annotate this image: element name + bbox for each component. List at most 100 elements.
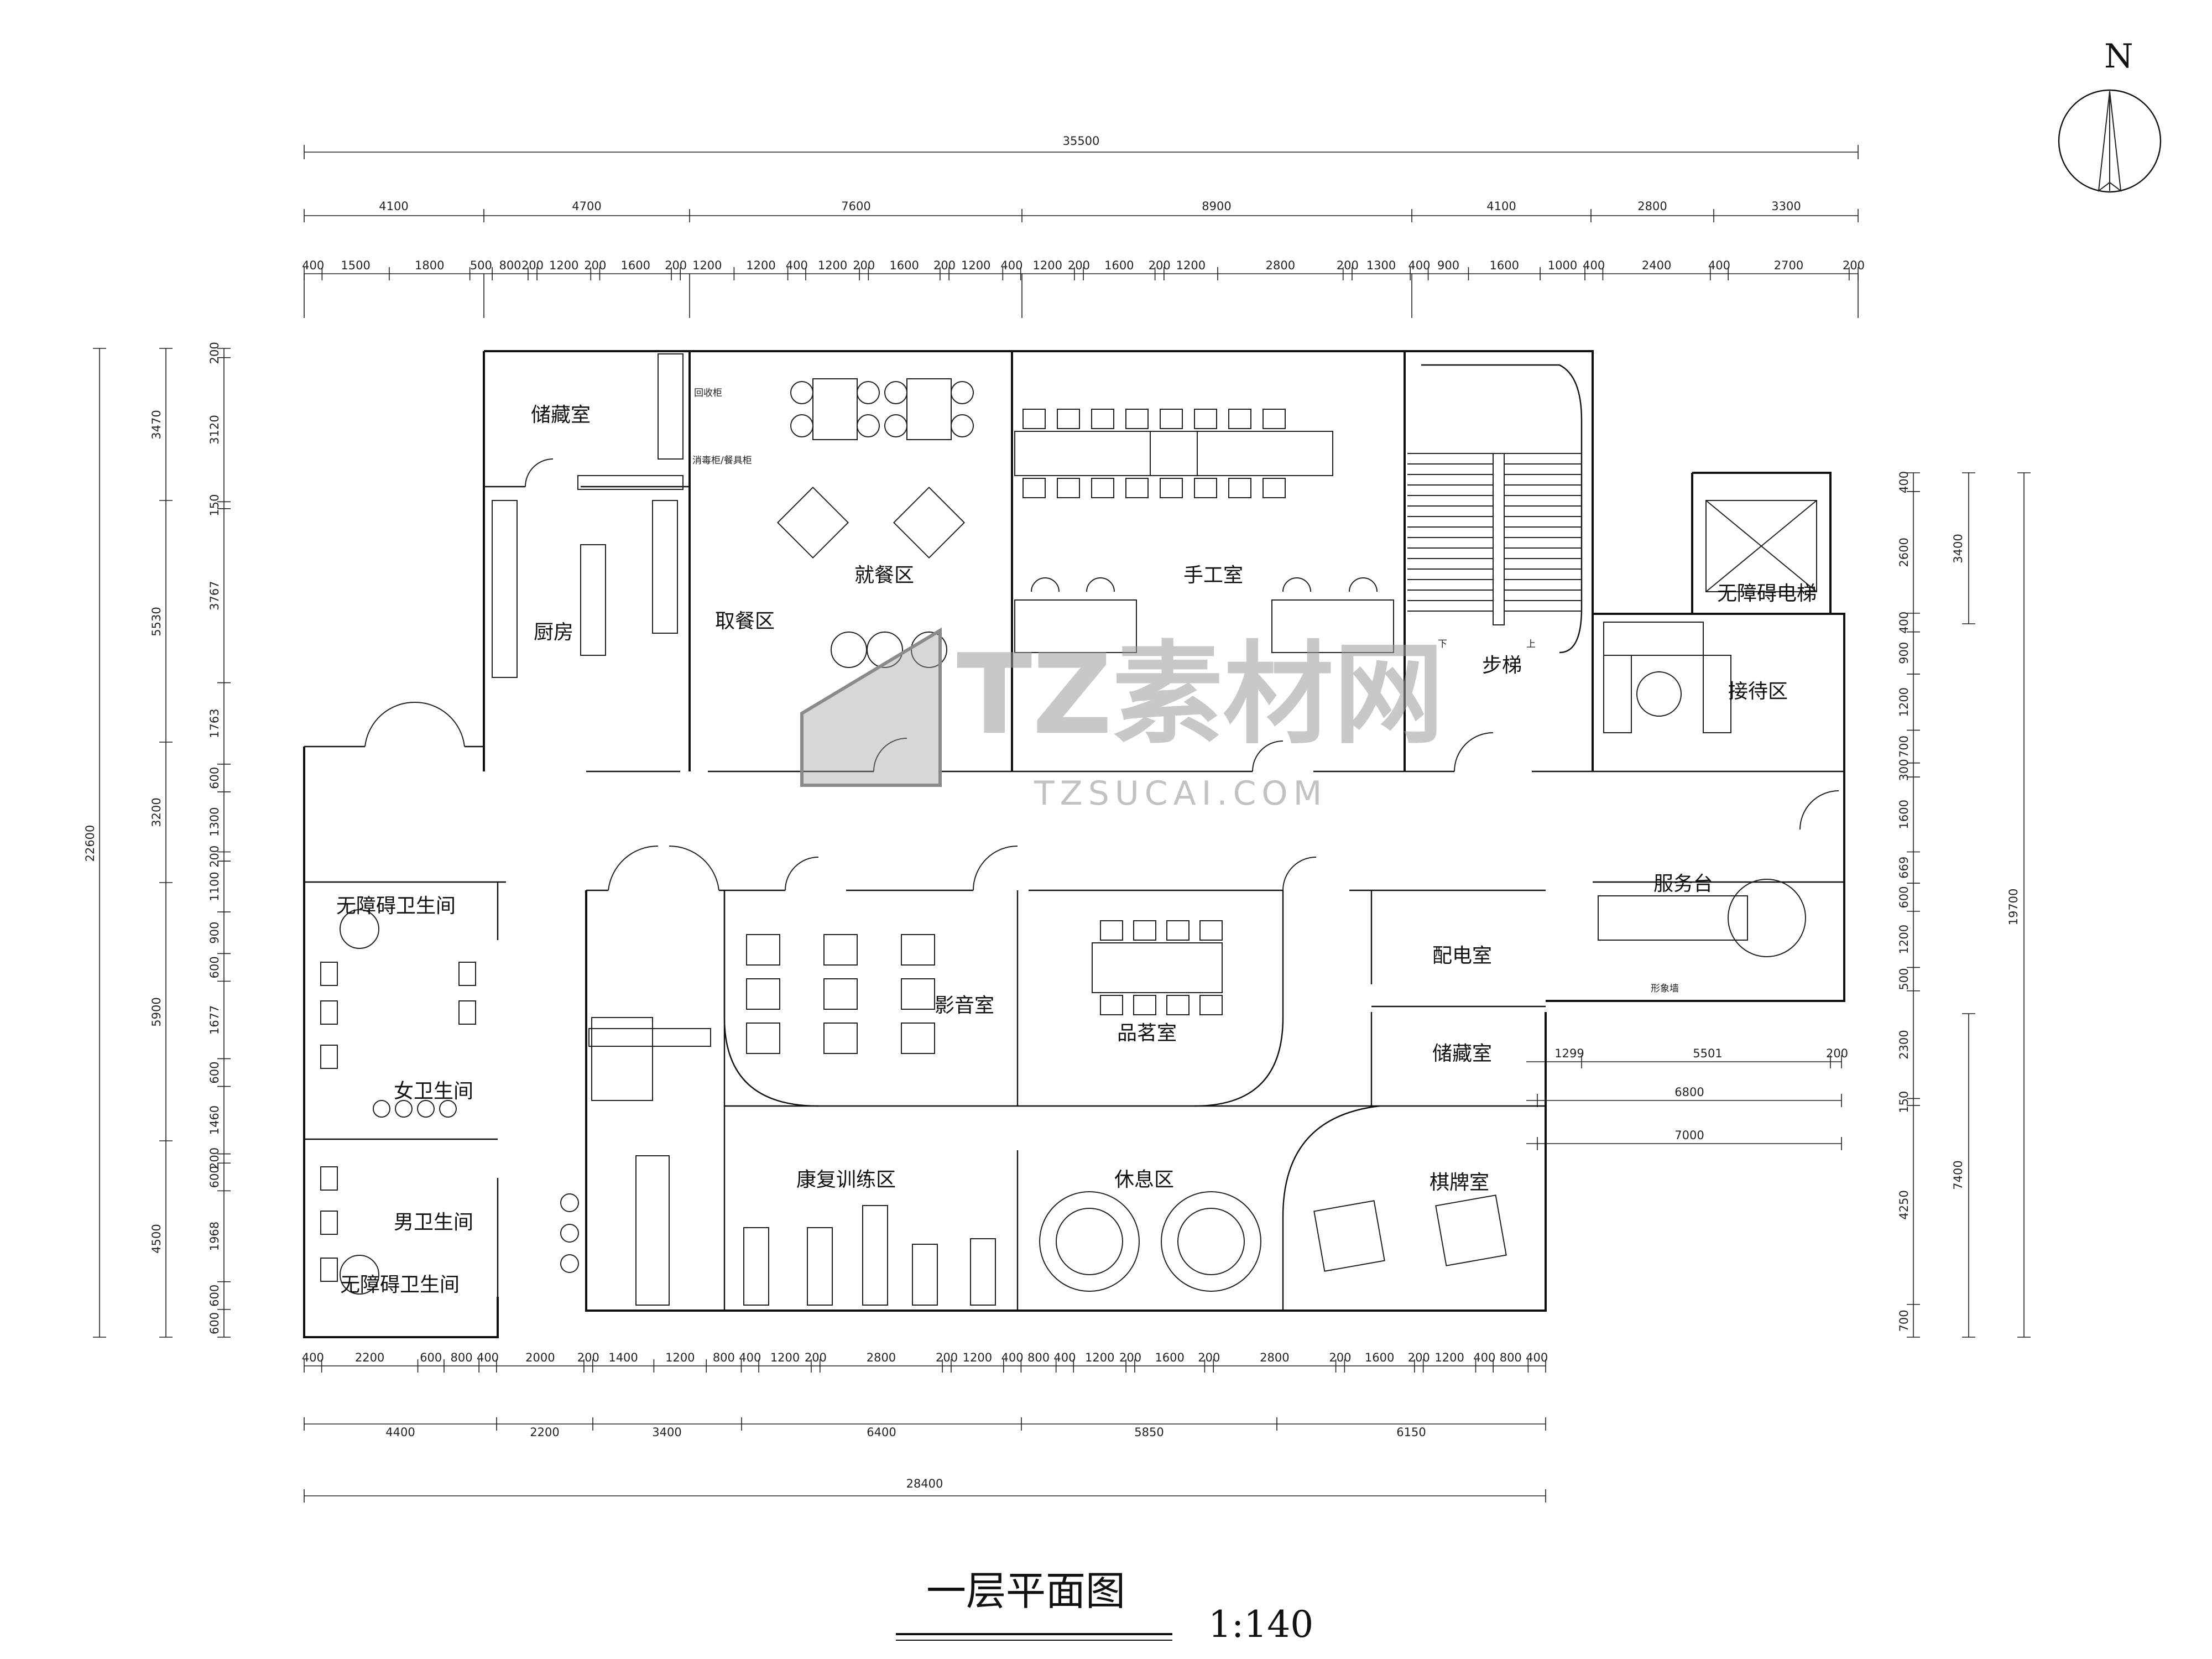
dim-right-extra-3: 6800: [1674, 1086, 1704, 1099]
label-men-wc: 男卫生间: [394, 1211, 473, 1234]
dim-right-mid-0: 3400: [1952, 534, 1965, 563]
dim-right-detail-9: 600: [1897, 886, 1911, 908]
dim-top-detail-17: 1200: [961, 259, 990, 272]
label-stairs: 步梯: [1482, 654, 1522, 677]
dim-top-detail-8: 1600: [621, 259, 650, 272]
dim-top-detail-25: 200: [1337, 259, 1359, 272]
dim-bottom-detail-24: 200: [1329, 1351, 1351, 1364]
dim-left-detail-5: 600: [208, 767, 221, 789]
dim-bottom-detail-4: 400: [477, 1351, 499, 1364]
dim-top-detail-24: 2800: [1266, 259, 1295, 272]
label-lounge: 休息区: [1114, 1168, 1174, 1191]
drawing-title: 一层平面图: [926, 1568, 1125, 1614]
left-detail-dimensions: 2003120150376717636001300200110090060016…: [208, 342, 231, 1338]
dim-bottom-detail-27: 1200: [1434, 1351, 1464, 1364]
dim-left-mid-2: 3200: [150, 797, 163, 827]
dim-top-detail-19: 1200: [1033, 259, 1062, 272]
dim-left-detail-14: 200: [208, 1147, 221, 1170]
dim-bottom-detail-28: 400: [1473, 1351, 1495, 1364]
dim-top-detail-9: 200: [665, 259, 687, 272]
title-block: 一层平面图 1:140: [896, 1568, 1313, 1646]
dim-left-detail-8: 1100: [208, 872, 221, 901]
dim-bottom-detail-29: 800: [1500, 1351, 1522, 1364]
dim-bottom-detail-11: 1200: [770, 1351, 800, 1364]
dim-left-total: 22600: [84, 825, 97, 862]
dim-top-detail-6: 1200: [549, 259, 578, 272]
dim-right-extra-0: 1299: [1554, 1047, 1584, 1060]
label-chess: 棋牌室: [1430, 1171, 1489, 1194]
dim-bottom-mid-3: 6400: [867, 1426, 896, 1439]
label-acc-wc-top: 无障碍卫生间: [336, 895, 456, 917]
dim-left-detail-6: 1300: [208, 807, 221, 836]
dim-top-mid-4: 4100: [1486, 200, 1516, 213]
dim-bottom-detail-3: 800: [451, 1351, 473, 1364]
label-serving: 取餐区: [715, 610, 775, 633]
dim-bottom-detail-9: 800: [713, 1351, 735, 1364]
label-rehab: 康复训练区: [796, 1168, 896, 1191]
dim-top-mid-3: 8900: [1202, 200, 1231, 213]
label-power-room: 配电室: [1432, 945, 1492, 967]
dim-top-total: 35500: [1063, 134, 1100, 148]
dim-left-mid-4: 4500: [150, 1224, 163, 1253]
dim-top-detail-29: 1600: [1490, 259, 1519, 272]
label-stair-up: 上: [1526, 639, 1536, 650]
dim-bottom-detail-5: 2000: [525, 1351, 555, 1364]
label-tea: 品茗室: [1117, 1022, 1177, 1045]
dim-right-extra-4: 7000: [1674, 1129, 1704, 1142]
dim-bottom-detail-12: 200: [805, 1351, 827, 1364]
dim-left-detail-18: 600: [208, 1312, 221, 1334]
right-dimensions: 19700 3400 7400 400260040090012007003001…: [1526, 471, 2031, 1338]
label-recycle: 回收柜: [694, 388, 722, 399]
north-circle-icon: [2058, 89, 2162, 193]
dim-right-extra-2: 200: [1826, 1047, 1848, 1060]
dim-bottom-mid-4: 5850: [1134, 1426, 1164, 1439]
dim-left-detail-0: 200: [208, 342, 221, 364]
dim-bottom-detail-1: 2200: [355, 1351, 384, 1364]
room-labels: 储藏室 厨房 取餐区 就餐区 手工室 步梯 无障碍电梯 接待区 服务台 配电室 …: [336, 388, 1817, 1296]
right-detail-dimensions: 4002600400900120070030016006696001200500…: [1897, 471, 1920, 1338]
dim-right-detail-7: 1600: [1897, 800, 1911, 829]
dim-right-detail-10: 1200: [1897, 925, 1911, 954]
dim-top-detail-34: 2700: [1774, 259, 1803, 272]
dim-bottom-detail-0: 400: [302, 1351, 324, 1364]
label-elevator: 无障碍电梯: [1717, 582, 1817, 605]
dim-bottom-detail-26: 200: [1408, 1351, 1430, 1364]
dim-top-detail-18: 400: [1000, 259, 1022, 272]
dim-top-detail-1: 1500: [341, 259, 370, 272]
dim-top-detail-26: 1300: [1366, 259, 1396, 272]
dim-bottom-detail-16: 400: [1001, 1351, 1024, 1364]
dim-left-mid-0: 3470: [150, 410, 163, 439]
dim-bottom-detail-2: 600: [420, 1351, 442, 1364]
dim-left-detail-3: 3767: [208, 581, 221, 610]
watermark-url: TZSUCAI.COM: [1034, 774, 1327, 813]
dim-bottom-total: 28400: [906, 1477, 943, 1490]
dim-right-detail-11: 500: [1897, 968, 1911, 990]
north-label: N: [2104, 37, 2133, 76]
dim-bottom-mid-2: 3400: [652, 1426, 681, 1439]
dim-bottom-detail-14: 200: [936, 1351, 958, 1364]
dim-bottom-detail-23: 2800: [1260, 1351, 1289, 1364]
watermark-brand: TZ素材网: [957, 630, 1444, 759]
dim-top-detail-22: 200: [1149, 259, 1171, 272]
dim-left-detail-17: 600: [208, 1285, 221, 1307]
dim-left-mid-1: 5530: [150, 607, 163, 636]
label-storage-top: 储藏室: [531, 404, 591, 426]
dim-bottom-detail-7: 1400: [608, 1351, 638, 1364]
dim-top-detail-20: 200: [1068, 259, 1090, 272]
dim-right-detail-3: 900: [1897, 642, 1911, 664]
dim-top-mid-5: 2800: [1637, 200, 1667, 213]
building-walls: [303, 350, 1845, 1338]
dim-bottom-detail-13: 2800: [867, 1351, 896, 1364]
dim-bottom-mid-0: 4400: [385, 1426, 415, 1439]
label-women-wc: 女卫生间: [394, 1080, 473, 1103]
dim-top-detail-16: 200: [933, 259, 956, 272]
dim-top-detail-11: 1200: [746, 259, 775, 272]
dim-left-detail-15: 600: [208, 1166, 221, 1188]
watermark: TZ素材网 TZSUCAI.COM: [800, 627, 1444, 813]
dim-right-detail-8: 669: [1897, 857, 1911, 879]
dim-top-mid-6: 3300: [1771, 200, 1801, 213]
dim-right-detail-12: 2300: [1897, 1030, 1911, 1059]
